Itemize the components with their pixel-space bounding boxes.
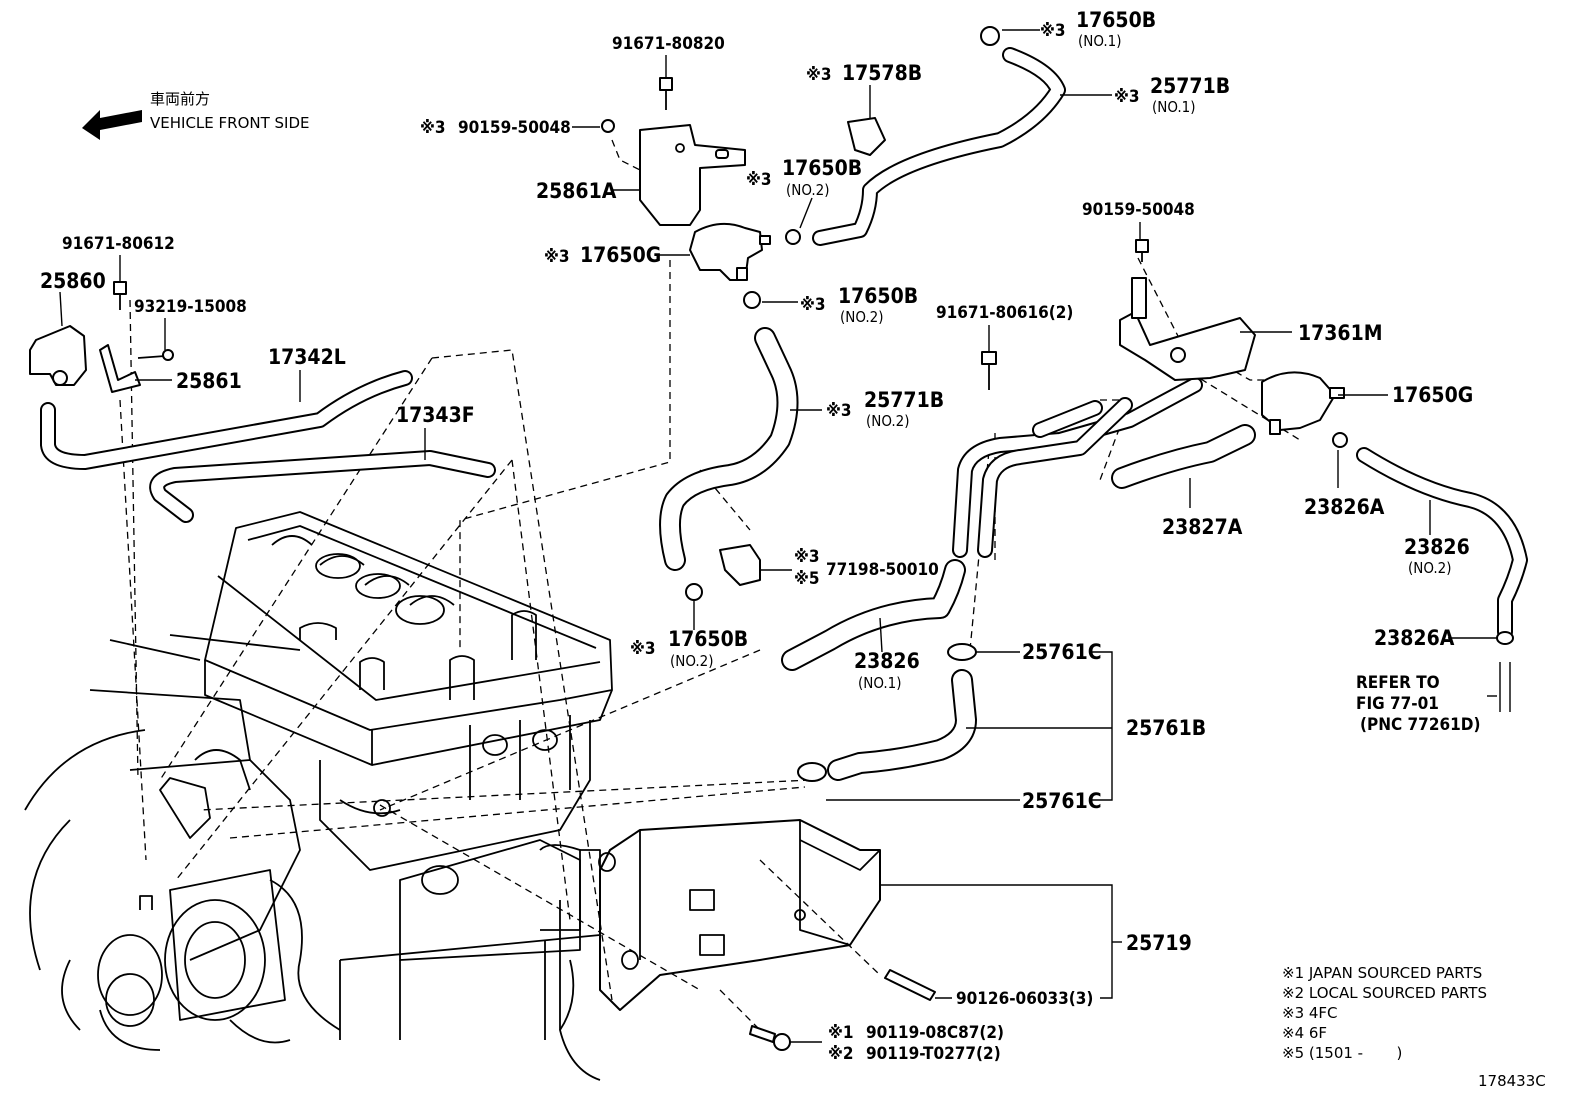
callout-c12-sub: (NO.2) [670, 652, 714, 670]
callout-c9: 17650B [838, 284, 918, 308]
orientation-jp: 車両前方 [150, 90, 210, 108]
callout-c16: 25861 [176, 369, 242, 393]
callout-c10-sub: (NO.2) [866, 412, 910, 430]
callout-c10-prefix: ※3 [826, 401, 852, 421]
hoses [40, 47, 1528, 781]
callout-c12-prefix: ※3 [630, 639, 656, 659]
callout-c7-prefix: ※3 [1040, 21, 1066, 41]
legend: ※1 JAPAN SOURCED PARTS ※2 LOCAL SOURCED … [1282, 964, 1487, 1062]
callout-c33: 90119-08C87(2) [866, 1023, 1004, 1043]
callout-c21: 17361M [1298, 321, 1383, 345]
callout-c5: 17578B [842, 61, 922, 85]
callout-c20: 91671-80616(2) [936, 303, 1073, 323]
callout-c2: 90159-50048 [458, 118, 571, 138]
orientation-label: 車両前方 VEHICLE FRONT SIDE [150, 90, 310, 132]
callout-c3: 25861A [536, 179, 617, 203]
callout-c8-prefix: ※3 [1114, 87, 1140, 107]
callout-c23: 23826A [1304, 495, 1385, 519]
callout-c15: 93219-15008 [134, 297, 247, 317]
callout-c14: 25860 [40, 269, 106, 293]
callout-c33-prefix: ※1 [828, 1023, 854, 1043]
refer-line2: FIG 77-01 [1356, 694, 1439, 714]
callout-c11-prefix: ※3 [794, 547, 820, 567]
callout-c19: 90159-50048 [1082, 200, 1195, 220]
callout-c34: 90119-T0277(2) [866, 1044, 1001, 1064]
callout-c34-prefix: ※2 [828, 1044, 854, 1064]
callout-c6-sub: (NO.2) [786, 181, 830, 199]
callout-c30: 25761C [1022, 789, 1102, 813]
intake-manifold-25719 [539, 819, 881, 1011]
callout-c1: 91671-80820 [612, 34, 725, 54]
callout-c9-prefix: ※3 [800, 295, 826, 315]
callout-c24: 23827A [1162, 515, 1243, 539]
callout-c32: 90126-06033(3) [956, 989, 1093, 1009]
legend-item-1: ※1 JAPAN SOURCED PARTS [1282, 964, 1482, 982]
callout-c7: 17650B [1076, 8, 1156, 32]
callout-c27-sub: (NO.1) [858, 674, 902, 692]
part-callouts: 91671-80820 ※3 90159-50048 25861A ※3 176… [40, 8, 1473, 1064]
callout-c2-prefix: ※3 [420, 118, 446, 138]
callout-c10: 25771B [864, 388, 944, 412]
callout-c28: 25761C [1022, 640, 1102, 664]
refer-line3: (PNC 77261D) [1360, 715, 1480, 735]
callout-c17: 17342L [268, 345, 346, 369]
callout-c25-sub: (NO.2) [1408, 559, 1452, 577]
figure-code: 178433C [1478, 1072, 1546, 1090]
legend-item-2: ※2 LOCAL SOURCED PARTS [1282, 984, 1487, 1002]
legend-item-4: ※4 6F [1282, 1024, 1327, 1042]
legend-item-5: ※5 (1501 - ) [1282, 1044, 1402, 1062]
callout-c26: 23826A [1374, 626, 1455, 650]
callout-c12: 17650B [668, 627, 748, 651]
leader-lines [59, 29, 1497, 1043]
refer-line1: REFER TO [1356, 673, 1440, 693]
callout-c5-prefix: ※3 [806, 65, 832, 85]
callout-c6-prefix: ※3 [746, 170, 772, 190]
callout-c4-prefix: ※3 [544, 247, 570, 267]
callout-c8: 25771B [1150, 74, 1230, 98]
callout-c11-prefix2: ※5 [794, 569, 820, 589]
refer-note: REFER TO FIG 77-01 (PNC 77261D) [1356, 673, 1480, 735]
callout-c31: 25719 [1126, 931, 1192, 955]
callout-c9-sub: (NO.2) [840, 308, 884, 326]
callout-c11: 77198-50010 [826, 560, 939, 580]
callout-c13: 91671-80612 [62, 234, 175, 254]
orientation-en: VEHICLE FRONT SIDE [150, 114, 310, 132]
callout-c8-sub: (NO.1) [1152, 98, 1196, 116]
callout-c7-sub: (NO.1) [1078, 32, 1122, 50]
callout-c4: 17650G [580, 243, 661, 267]
callout-c27: 23826 [854, 649, 920, 673]
callout-c29: 25761B [1126, 716, 1206, 740]
callout-c6: 17650B [782, 156, 862, 180]
callout-c18: 17343F [396, 403, 475, 427]
callout-c25: 23826 [1404, 535, 1470, 559]
small-parts [29, 26, 1514, 1051]
callout-c22: 17650G [1392, 383, 1473, 407]
engine-block [24, 511, 613, 1081]
legend-item-3: ※3 4FC [1282, 1004, 1338, 1022]
